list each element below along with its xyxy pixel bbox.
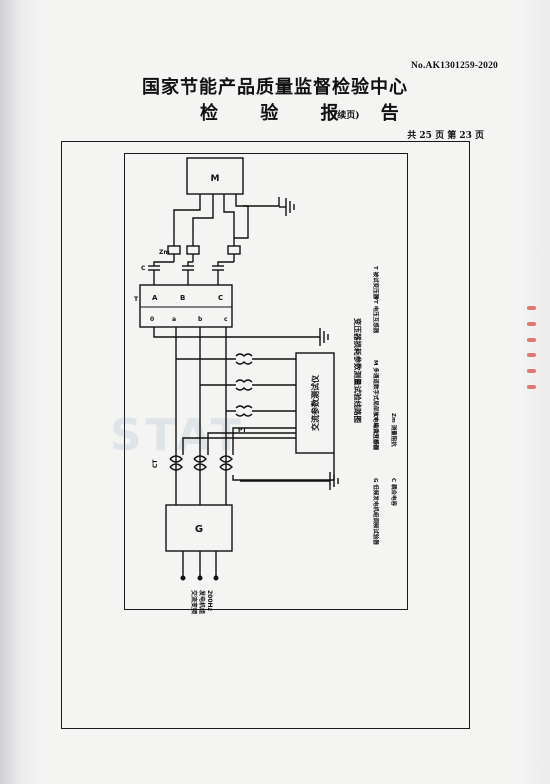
- legend-zm: Zm 测量阻抗: [390, 413, 398, 447]
- ct-lead-3: [232, 427, 296, 455]
- pt-transformer-3: [226, 405, 296, 417]
- ct-transformer-2: [193, 455, 207, 471]
- legend-m: M 多通道数字式局部放电综合分析仪: [372, 360, 380, 450]
- coupling-capacitor-1: [148, 261, 174, 285]
- analyzer-label: 交流参数测试仪: [310, 374, 320, 431]
- content-frame: [61, 141, 470, 729]
- neutral-bus: [153, 327, 320, 338]
- motor-label: M: [211, 174, 220, 184]
- terminal-b: b: [198, 316, 203, 323]
- pt-transformer-2: [200, 379, 296, 391]
- ct-transformer-3: [219, 455, 233, 471]
- report-number: No.AK1301259-2020: [410, 61, 498, 71]
- organization-title: 国家节能产品质量监督检验中心: [142, 77, 408, 98]
- capacitor-label: C: [141, 265, 146, 272]
- terminal-a: a: [172, 316, 176, 323]
- source-label-line1: 交流变频: [190, 590, 198, 614]
- side-seal-stamp: [524, 300, 538, 395]
- legend-pt: PT 电压互感器: [372, 296, 380, 334]
- terminal-B: B: [180, 294, 185, 302]
- coupling-capacitor-2: [182, 261, 194, 285]
- transformer-label: T: [134, 296, 139, 303]
- ct-transformer-1: [169, 455, 183, 471]
- motor-ground-icon: [279, 198, 295, 216]
- terminal-dot-1: [180, 575, 186, 581]
- analyzer-box: [295, 352, 335, 454]
- diagram-caption: 变压器损耗参数测量试验线路图: [353, 318, 363, 423]
- terminal-C: C: [218, 294, 223, 302]
- terminal-A: A: [152, 294, 158, 302]
- zm-impedance-1: [167, 238, 181, 262]
- report-title: 检 验 报 告: [200, 103, 417, 124]
- terminal-c: c: [224, 316, 228, 323]
- legend-c: C 耦合电容: [390, 478, 398, 506]
- motor-lead-1: [173, 194, 201, 238]
- transformer-under-test: [139, 284, 233, 328]
- motor-lead-4: [234, 194, 249, 239]
- zm-label: Zm: [159, 249, 170, 256]
- zm-impedance-2: [186, 238, 200, 262]
- zm-impedance-3: [227, 238, 241, 262]
- pt-transformer-1: [176, 353, 296, 365]
- ct-label: CT: [152, 459, 159, 468]
- source-label-line2: 发电机组: [198, 589, 206, 614]
- ct-lead-1: [182, 437, 296, 455]
- analyzer-ground-icon: [329, 472, 339, 490]
- neutral-ground-icon: [319, 328, 329, 346]
- generator-box: [165, 504, 233, 552]
- ct-return: [232, 453, 335, 481]
- ct-lead-2: [207, 432, 296, 455]
- motor-lead-2: [192, 194, 214, 238]
- pt-label: PT: [238, 427, 247, 434]
- generator-label: G: [195, 524, 203, 535]
- legend-ct: CT 电流互感器: [372, 413, 380, 451]
- motor-box: [186, 157, 244, 195]
- coupling-capacitor-3: [212, 261, 234, 285]
- continued-label: (续页): [333, 111, 360, 121]
- motor-lead-3: [223, 194, 235, 238]
- legend-t: T 被试变压器: [372, 266, 380, 300]
- legend-g: G 低频发电机组调频试验器: [372, 478, 380, 545]
- source-label-line3: 200Hz: [206, 590, 213, 612]
- terminal-dot-2: [197, 575, 203, 581]
- terminal-dot-3: [213, 575, 219, 581]
- terminal-0: 0: [150, 316, 154, 323]
- motor-ground-wire: [243, 197, 280, 207]
- page-count: 共 25 页 第 23 页: [407, 131, 484, 141]
- diagram-frame: [124, 153, 408, 610]
